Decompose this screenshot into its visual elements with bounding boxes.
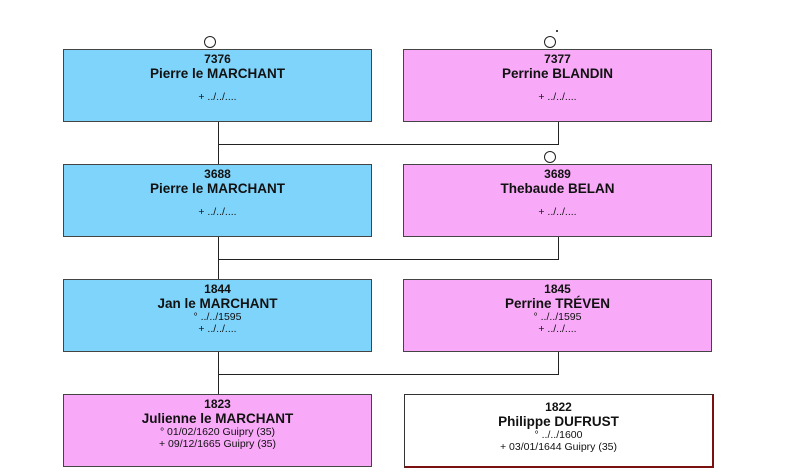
spacer <box>64 196 371 206</box>
person-name: Perrine TRÉVEN <box>504 296 611 311</box>
death-date: + ../../.... <box>538 323 577 335</box>
death-date: + ../../.... <box>198 206 237 218</box>
person-box-7376[interactable]: 7376 Pierre le MARCHANT + ../../.... <box>63 49 372 122</box>
sosa-number: 1822 <box>545 400 572 414</box>
marker-dot <box>556 30 558 32</box>
death-date: + 03/01/1644 Guipry (35) <box>499 441 618 453</box>
spacer <box>64 81 371 91</box>
person-name: Thebaude BELAN <box>500 181 615 196</box>
person-box-1845[interactable]: 1845 Perrine TRÉVEN ° ../../1595 + ../..… <box>403 279 712 352</box>
death-date: + ../../.... <box>198 323 237 335</box>
spacer <box>404 196 711 206</box>
person-name: Philippe DUFRUST <box>498 414 619 429</box>
connector-line <box>558 352 559 374</box>
birth-date: ° 01/02/1620 Guipry (35) <box>159 426 276 438</box>
death-date: + ../../.... <box>538 206 577 218</box>
person-box-3688[interactable]: 3688 Pierre le MARCHANT + ../../.... <box>63 164 372 237</box>
connector-line <box>218 144 219 164</box>
spouse-box-1822[interactable]: 1822 Philippe DUFRUST ° ../../1600 + 03/… <box>404 394 714 468</box>
person-name: Pierre le MARCHANT <box>149 181 286 196</box>
birth-date: ° ../../1595 <box>193 311 242 323</box>
death-date: + ../../.... <box>538 91 577 103</box>
birth-date: ° ../../1600 <box>534 429 583 441</box>
person-name: Jan le MARCHANT <box>157 296 278 311</box>
spacer <box>404 81 711 91</box>
couple-connector-line <box>218 144 559 145</box>
connector-line <box>218 352 219 374</box>
couple-connector-line <box>218 259 559 260</box>
couple-connector-line <box>218 374 559 375</box>
person-name: Perrine BLANDIN <box>501 66 614 81</box>
death-date: + 09/12/1665 Guipry (35) <box>158 438 277 450</box>
sosa-number: 3688 <box>204 167 231 181</box>
person-box-1823[interactable]: 1823 Julienne le MARCHANT ° 01/02/1620 G… <box>63 394 372 467</box>
connector-line <box>558 122 559 144</box>
birth-date: ° ../../1595 <box>533 311 582 323</box>
unknown-parents-marker[interactable] <box>544 151 556 163</box>
sosa-number: 3689 <box>544 167 571 181</box>
connector-line <box>558 237 559 259</box>
person-box-1844[interactable]: 1844 Jan le MARCHANT ° ../../1595 + ../.… <box>63 279 372 352</box>
person-box-7377[interactable]: 7377 Perrine BLANDIN + ../../.... <box>403 49 712 122</box>
connector-line <box>218 374 219 394</box>
unknown-parents-marker[interactable] <box>204 36 216 48</box>
death-date: + ../../.... <box>198 91 237 103</box>
person-box-3689[interactable]: 3689 Thebaude BELAN + ../../.... <box>403 164 712 237</box>
sosa-number: 7376 <box>204 52 231 66</box>
sosa-number: 7377 <box>544 52 571 66</box>
person-name: Julienne le MARCHANT <box>141 411 294 426</box>
sosa-number: 1823 <box>204 397 231 411</box>
connector-line <box>218 237 219 259</box>
connector-line <box>218 259 219 279</box>
connector-line <box>218 122 219 144</box>
unknown-parents-marker[interactable] <box>544 36 556 48</box>
sosa-number: 1845 <box>544 282 571 296</box>
sosa-number: 1844 <box>204 282 231 296</box>
person-name: Pierre le MARCHANT <box>149 66 286 81</box>
